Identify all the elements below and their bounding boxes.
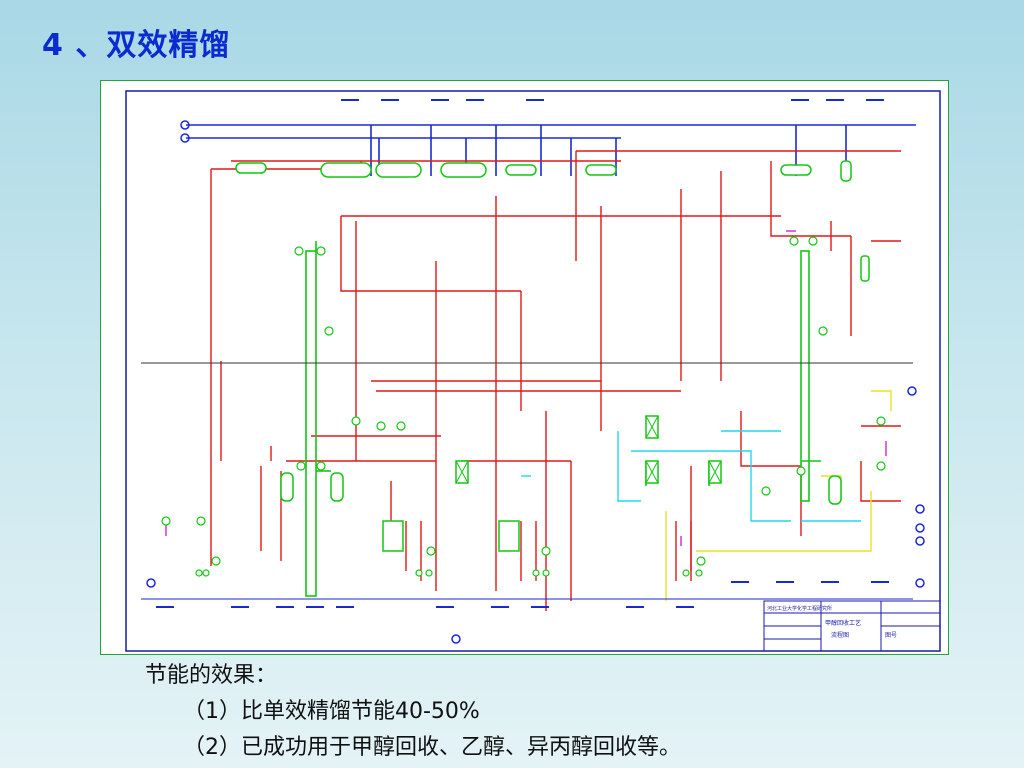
- title-block-drawing-type: 流程图: [831, 631, 849, 639]
- equipment-tags-top: [341, 99, 884, 101]
- title-block-institute: 河北工业大学化学工程研究所: [767, 605, 832, 612]
- cyan-pipes: [521, 430, 861, 522]
- red-process-pipes: [210, 150, 901, 611]
- exchanger-crosses: [455, 415, 722, 484]
- slide-title: 4 、双效精馏: [42, 28, 231, 63]
- magenta-pipes: [165, 230, 887, 546]
- notes-block: 节能的效果： （1）比单效精馏节能40-50% （2）已成功用于甲醇回收、乙醇、…: [145, 658, 681, 766]
- reboilers-and-tanks: [280, 255, 870, 552]
- heat-exchangers: [455, 415, 722, 484]
- process-flow-drawing: 河北工业大学化学工程研究所 甲醇回收工艺 流程图 图号: [125, 90, 941, 652]
- title-block-drawing-number: 图号: [885, 632, 897, 639]
- note-point-2: （2）已成功用于甲醇回收、乙醇、异丙醇回收等。: [183, 735, 681, 760]
- title-block-drawing-name: 甲醇回收工艺: [825, 619, 861, 627]
- condensers: [235, 160, 852, 182]
- title-block: [763, 600, 941, 652]
- instrument-bubbles: [161, 236, 886, 566]
- green-columns: [305, 241, 821, 597]
- yellow-pipes: [665, 390, 892, 601]
- equipment-tags-bottom: [156, 581, 889, 608]
- note-point-1: （1）比单效精馏节能40-50%: [183, 699, 480, 724]
- blue-line-ends: [146, 120, 925, 644]
- notes-heading: 节能的效果：: [145, 663, 278, 688]
- drawing-border: [125, 90, 941, 652]
- process-flow-diagram: 河北工业大学化学工程研究所 甲醇回收工艺 流程图 图号: [100, 80, 949, 655]
- pumps: [195, 569, 703, 577]
